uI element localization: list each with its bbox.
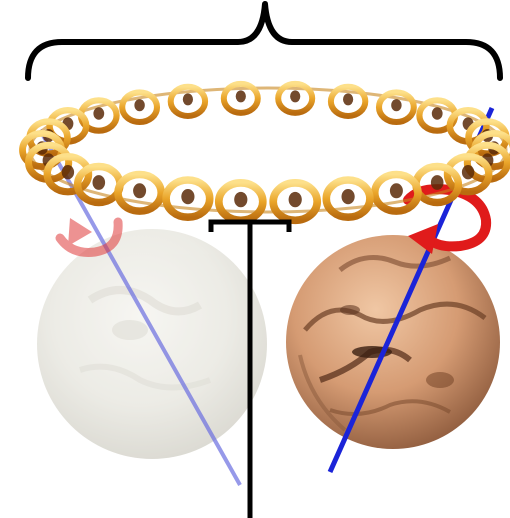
left-rotation-arrow xyxy=(60,218,118,252)
coil-loop-shadow xyxy=(183,93,193,105)
right-planet xyxy=(286,235,500,449)
coiled-ring xyxy=(23,84,510,220)
coil-loop-shadow xyxy=(391,99,401,111)
coil-loop-shadow xyxy=(343,93,353,105)
coil-loop-shadow xyxy=(234,192,247,207)
coil-loop-shadow xyxy=(93,175,106,190)
coil-loop-shadow xyxy=(62,165,74,179)
top-curly-brace xyxy=(28,4,500,78)
coil-loop-shadow xyxy=(133,183,146,198)
left-faded-planet xyxy=(37,229,267,459)
coil-loop-shadow xyxy=(462,165,474,179)
coil-loop-shadow xyxy=(432,107,443,119)
coil-loop-shadow xyxy=(93,107,104,119)
coil-loop-shadow xyxy=(290,90,300,102)
coil-loop-shadow xyxy=(289,192,302,207)
coil-loop-shadow xyxy=(390,183,403,198)
coil-loop-shadow xyxy=(431,175,444,190)
coil-loop-shadow xyxy=(342,189,355,204)
coil-loop-shadow xyxy=(181,189,194,204)
coil-loop-shadow xyxy=(236,90,246,102)
coil-loop-shadow xyxy=(134,99,144,111)
